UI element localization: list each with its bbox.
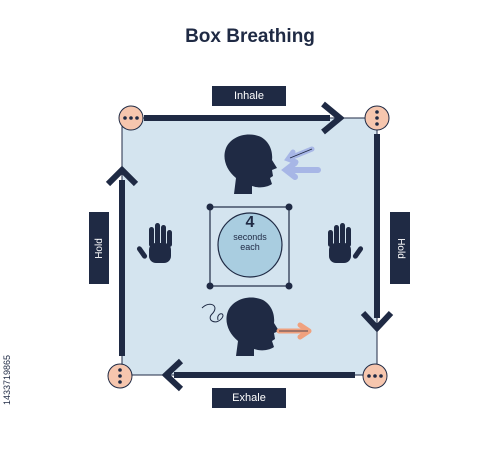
arrow-exhale — [161, 358, 355, 392]
center-unit-line2: each — [240, 242, 260, 252]
head-exhale-icon — [226, 297, 279, 356]
corner-bottom-left — [107, 363, 133, 389]
image-id-credit: 1433719865 — [2, 354, 12, 406]
dots-icon — [118, 368, 122, 384]
head-inhale-icon — [224, 134, 277, 194]
hand-right-icon — [328, 223, 364, 263]
label-hold-left: Hold — [89, 212, 109, 284]
label-exhale: Exhale — [212, 388, 286, 408]
arrow-hold-right — [360, 134, 394, 333]
center-unit-line1: seconds — [233, 232, 267, 242]
inner-square — [206, 203, 293, 290]
page-title: Box Breathing — [185, 26, 315, 47]
center-circle — [217, 212, 283, 278]
dots-icon — [123, 116, 139, 120]
corner-top-right — [364, 105, 390, 131]
dots-icon — [367, 374, 383, 378]
corner-top-left — [118, 105, 144, 131]
label-inhale: Inhale — [212, 86, 286, 106]
hand-left-icon — [136, 223, 172, 263]
dots-icon — [375, 110, 379, 126]
corner-bottom-right — [362, 363, 388, 389]
center-number: 4 — [245, 214, 255, 231]
label-hold-right: Hold — [390, 212, 410, 284]
center-label: 4 seconds each — [220, 214, 280, 252]
swirl-icon — [201, 303, 224, 323]
exhale-airflow-icon — [276, 322, 312, 340]
inhale-airflow-icon — [281, 146, 321, 180]
arrow-inhale — [144, 101, 345, 135]
arrow-hold-left — [105, 165, 139, 356]
